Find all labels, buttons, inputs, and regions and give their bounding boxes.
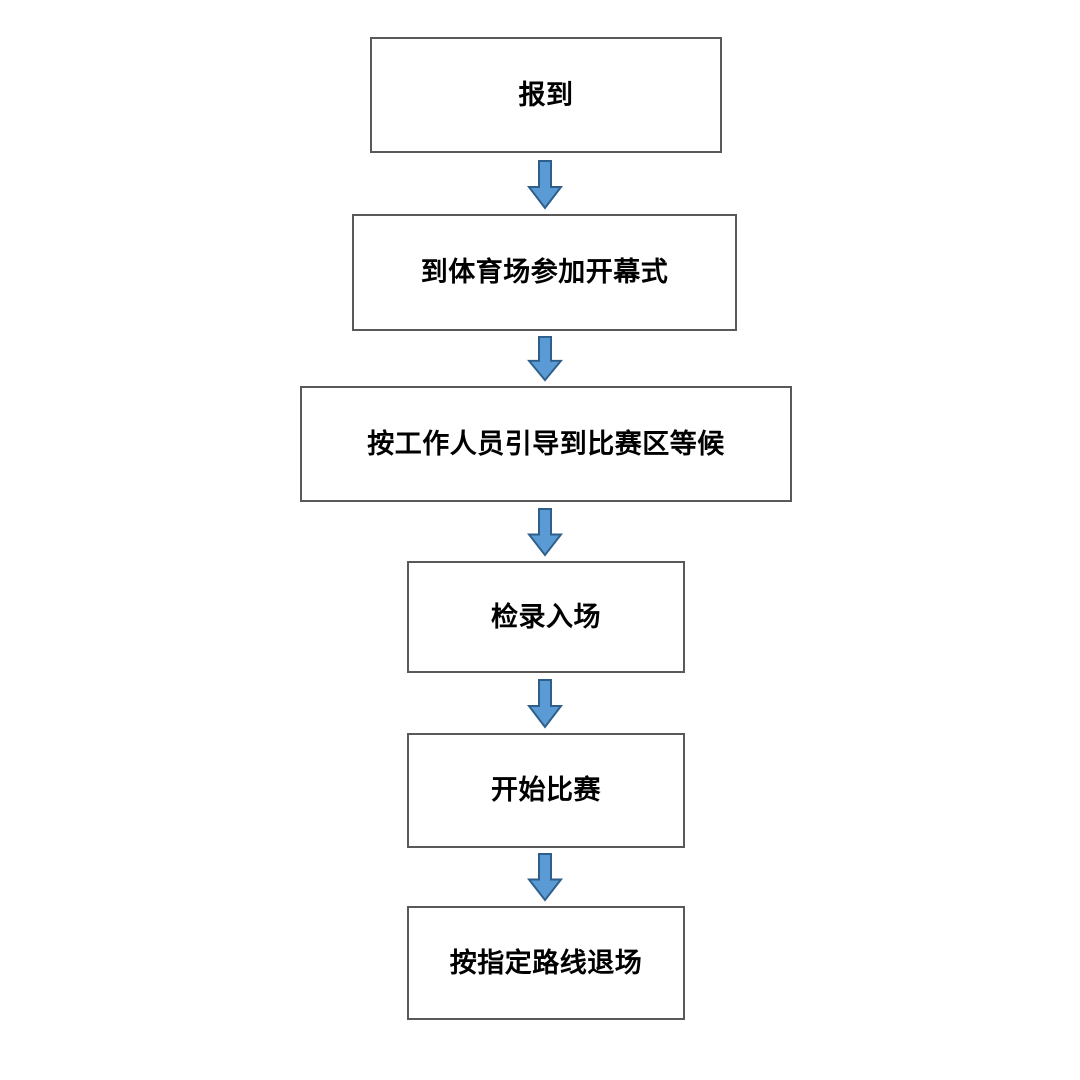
flowchart-node-label: 检录入场 [491,601,601,632]
flowchart-node-label: 到体育场参加开幕式 [420,257,669,288]
flowchart-node-label: 报到 [518,79,574,110]
down-block-arrow-icon [526,336,564,382]
flowchart-node-roll-call-entry[interactable]: 检录入场 [407,561,685,673]
down-block-arrow-icon [526,679,564,729]
down-block-arrow-icon [526,508,564,557]
flowchart-node-label: 开始比赛 [491,775,601,806]
flowchart-node-label: 按指定路线退场 [449,947,643,978]
flowchart-node-label: 按工作人员引导到比赛区等候 [367,428,725,459]
flowchart-node-start-competition[interactable]: 开始比赛 [407,733,685,848]
flowchart-node-exit-route[interactable]: 按指定路线退场 [407,906,685,1020]
down-block-arrow-icon [526,853,564,902]
down-block-arrow-icon [526,160,564,210]
flowchart-node-opening-ceremony[interactable]: 到体育场参加开幕式 [352,214,737,331]
flowchart-node-wait-in-competition-area[interactable]: 按工作人员引导到比赛区等候 [300,386,792,502]
flowchart-node-check-in[interactable]: 报到 [370,37,722,153]
